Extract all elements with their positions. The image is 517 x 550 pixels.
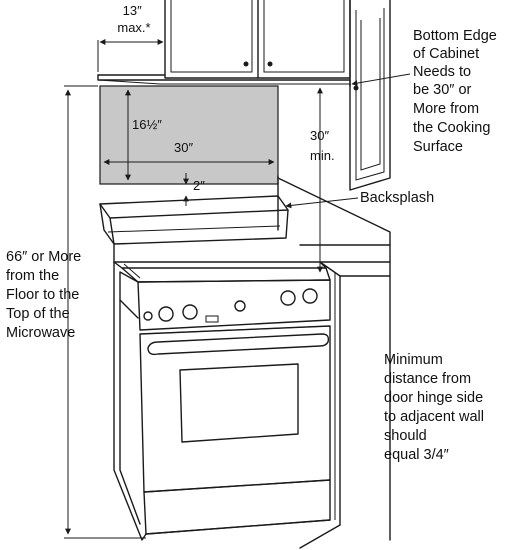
oven-window: [179, 363, 299, 443]
cabinet-note: Bottom Edge of Cabinet Needs to be 30″ o…: [413, 28, 501, 155]
cabinet-clearance-label: 30″ min.: [310, 128, 335, 163]
panel-height-label: 16½″: [132, 117, 162, 132]
backsplash-panel: [99, 85, 279, 185]
top-clearance-label: 13″ max.*: [117, 3, 150, 35]
knob-icon: [234, 300, 246, 312]
panel-width-label: 30″: [174, 140, 193, 155]
range-backguard: [99, 195, 289, 245]
knob-icon: [182, 304, 198, 320]
backsplash-label: Backsplash: [360, 190, 434, 206]
side-cabinet: [349, 0, 391, 191]
knob-icon: [280, 290, 296, 306]
hinge-note: Minimum distance from door hinge side to…: [384, 352, 488, 463]
knob-icon: [158, 306, 174, 322]
range-control-panel: [119, 271, 331, 335]
oven-door: [139, 325, 331, 493]
oven-handle: [147, 333, 330, 356]
gap-label: 2″: [193, 178, 205, 193]
range-body: [113, 261, 331, 541]
countertop: [277, 175, 391, 549]
knob-icon: [302, 288, 318, 304]
knob-icon: [143, 311, 153, 321]
range-cooktop: [113, 243, 331, 283]
floor-note: 66″ or More from the Floor to the Top of…: [6, 249, 85, 341]
